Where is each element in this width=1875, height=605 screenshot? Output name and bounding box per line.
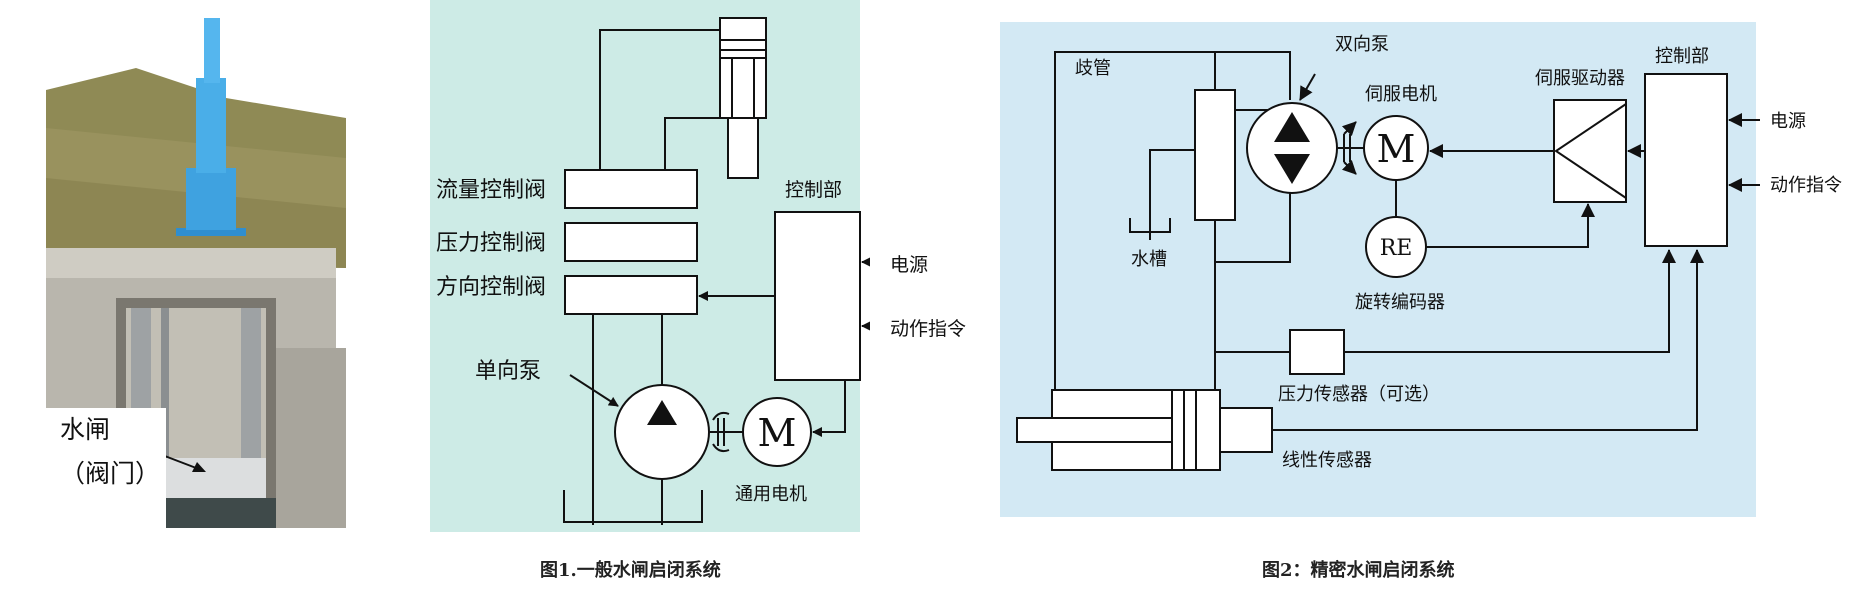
cylinder-body	[719, 17, 767, 59]
figure2-control-unit	[1644, 73, 1728, 247]
pressure-sensor-block	[1289, 329, 1345, 375]
fig2-branch-pipe-label: 歧管	[1075, 58, 1111, 79]
manifold-block	[1194, 89, 1236, 221]
flow-control-valve	[564, 169, 698, 209]
fig1-flow-valve-label: 流量控制阀	[436, 178, 546, 203]
fig2-servo-motor-label: 伺服电机	[1365, 84, 1437, 105]
bidirectional-pump-symbol	[1246, 102, 1338, 194]
fig2-pressure-sensor-label: 压力传感器（可选）	[1278, 384, 1440, 405]
pump-direction-arrow	[647, 400, 677, 425]
fig2-action-command-label: 动作指令	[1770, 175, 1842, 196]
fig2-encoder-label: 旋转编码器	[1355, 292, 1445, 313]
fig2-encoder-symbol: RE	[1380, 236, 1413, 261]
photo-label: 水闸 （阀门）	[46, 408, 166, 528]
photo-label-line2: （阀门）	[60, 459, 161, 488]
fig2-pump-label: 双向泵	[1335, 34, 1389, 55]
fig2-power-label: 电源	[1770, 111, 1806, 132]
fig1-action-command-label: 动作指令	[890, 318, 966, 340]
pressure-control-valve	[564, 222, 698, 262]
pump-up-arrow	[1274, 112, 1310, 142]
figure2-svg: M RE 歧管 双向泵 伺服电机 伺服驱动器 控制部 水槽 旋转编码器 压力传感…	[1000, 22, 1760, 517]
water-gate-image	[46, 18, 346, 528]
figure1-input-labels: 电源 动作指令	[890, 254, 966, 340]
figure1-control-unit	[774, 211, 861, 381]
fig1-power-label: 电源	[890, 254, 928, 276]
tank-symbol	[1129, 218, 1171, 233]
figure2-caption: 图2：精密水闸启闭系统	[1262, 560, 1455, 581]
servo-driver-block	[1553, 99, 1627, 203]
water-gate-photo: 水闸 （阀门）	[46, 18, 346, 528]
direction-control-valve	[564, 275, 698, 315]
figure2-diagram: M RE 歧管 双向泵 伺服电机 伺服驱动器 控制部 水槽 旋转编码器 压力传感…	[1000, 22, 1760, 522]
cylinder-rod	[1016, 417, 1173, 443]
figure1-diagram: M 流量控制阀 压力控制阀 方向控制阀 控制部 单向泵 通用电机	[430, 0, 870, 535]
fig1-motor-symbol: M	[758, 411, 797, 455]
pump-down-arrow	[1274, 154, 1310, 184]
fig1-pressure-valve-label: 压力控制阀	[436, 231, 546, 256]
linear-sensor-block	[1219, 407, 1273, 453]
fig1-motor-label: 通用电机	[735, 484, 807, 505]
fig2-servo-driver-label: 伺服驱动器	[1535, 68, 1625, 89]
fig1-pump-label: 单向泵	[475, 359, 541, 384]
figure1-caption: 图1.一般水闸启闭系统	[540, 560, 721, 581]
fig1-direction-valve-label: 方向控制阀	[436, 275, 546, 300]
cylinder-rod	[727, 117, 759, 179]
fig2-linear-sensor-label: 线性传感器	[1282, 450, 1372, 471]
fig2-tank-label: 水槽	[1131, 249, 1167, 270]
figure2-input-labels: 电源 动作指令	[1770, 111, 1842, 196]
fig2-control-unit-label: 控制部	[1655, 46, 1709, 67]
figure1-svg: M 流量控制阀 压力控制阀 方向控制阀 控制部 单向泵 通用电机	[430, 0, 870, 532]
tank-symbol	[563, 490, 703, 523]
photo-label-line1: 水闸	[60, 415, 111, 444]
fig2-motor-symbol: M	[1377, 127, 1416, 171]
pump-symbol	[614, 384, 710, 480]
general-motor-symbol	[742, 397, 812, 467]
fig1-control-unit-label: 控制部	[785, 179, 842, 201]
